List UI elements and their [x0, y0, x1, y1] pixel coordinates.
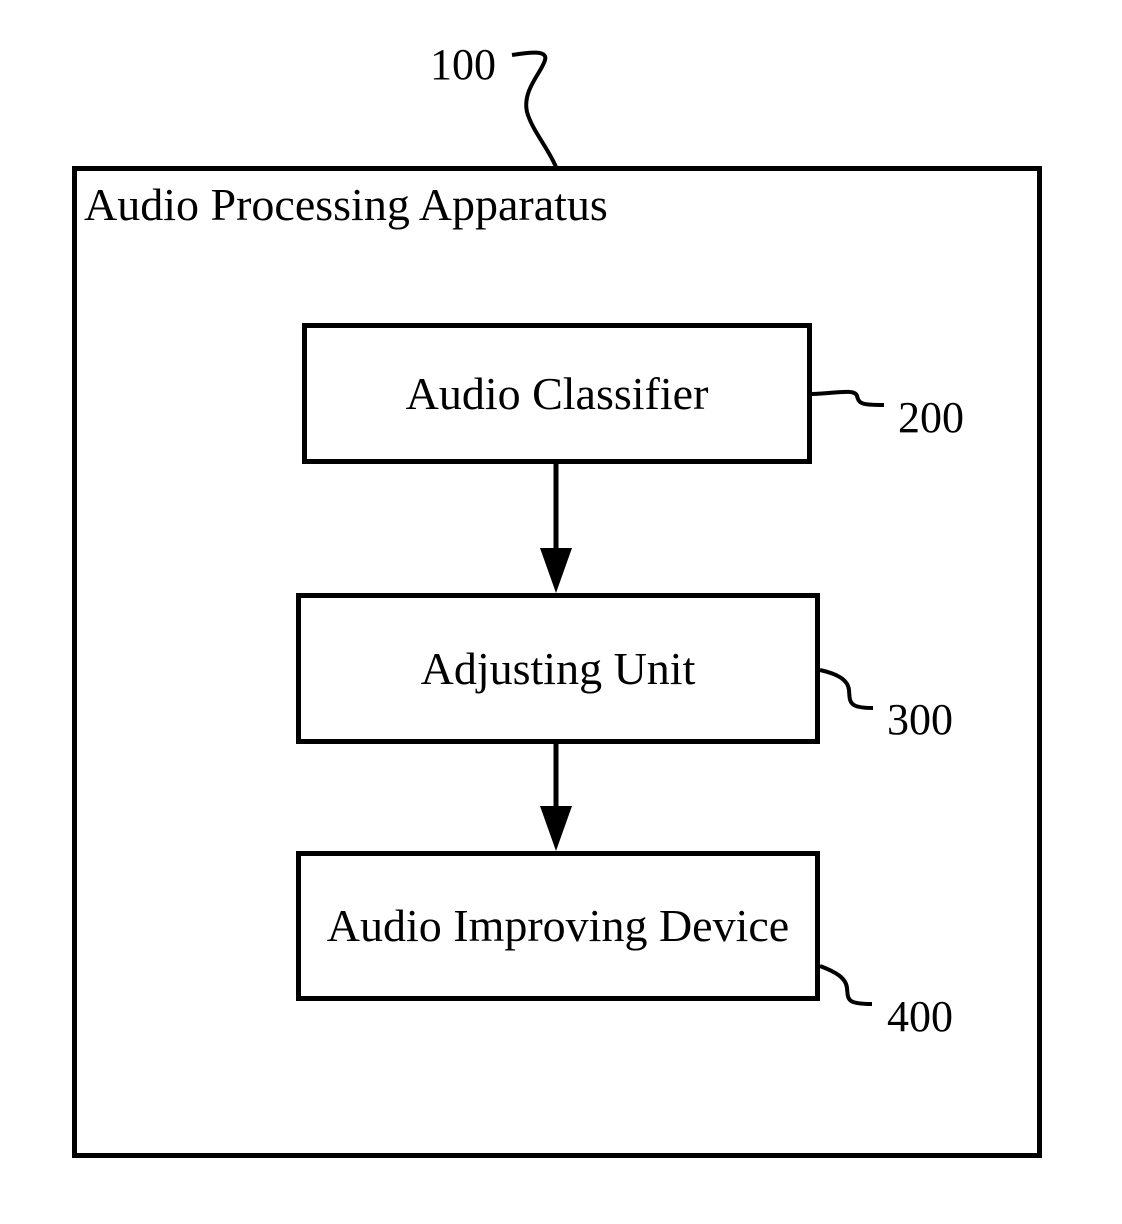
apparatus-title: Audio Processing Apparatus — [84, 182, 608, 228]
leader-line-100 — [512, 53, 556, 167]
ref-number-400: 400 — [887, 995, 953, 1039]
ref-number-100: 100 — [430, 43, 496, 87]
adjusting-unit-block: Adjusting Unit — [296, 593, 820, 744]
audio-improving-device-block: Audio Improving Device — [296, 851, 820, 1001]
audio-improving-device-label: Audio Improving Device — [301, 903, 815, 949]
ref-number-200: 200 — [898, 396, 964, 440]
ref-number-300: 300 — [887, 698, 953, 742]
audio-classifier-label: Audio Classifier — [307, 371, 807, 417]
adjusting-unit-label: Adjusting Unit — [301, 646, 815, 692]
audio-classifier-block: Audio Classifier — [302, 323, 812, 464]
